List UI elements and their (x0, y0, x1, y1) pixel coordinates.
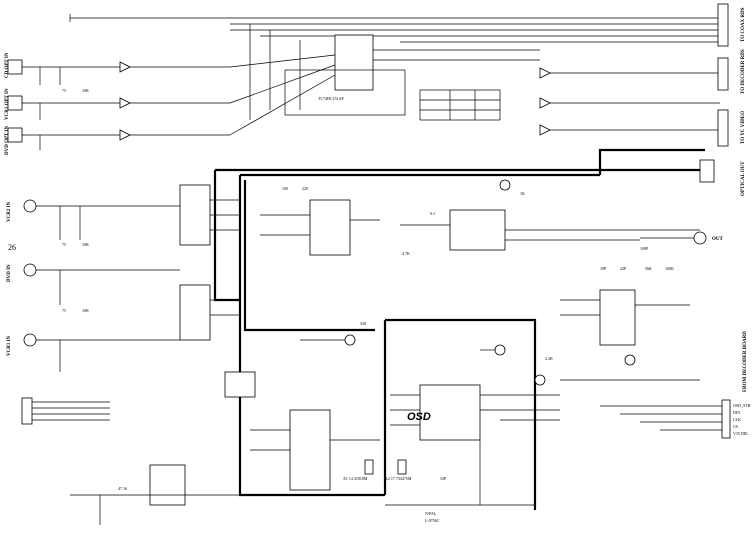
r-label: 100 (282, 186, 288, 191)
crystals (364, 459, 407, 475)
video-input-dvd (23, 263, 180, 305)
r-label: 220 (302, 186, 308, 191)
video-switch-ic-b (179, 284, 240, 341)
osd-label: OSD (407, 411, 431, 423)
dvd-in-label: DVD IN (7, 264, 12, 282)
pin-osd-stb: OSD_STB (733, 403, 751, 408)
r-label: 4.7K (402, 251, 410, 256)
pin-din: DIN (733, 410, 740, 415)
yc-video-label: TO YC VIDEO (741, 111, 746, 144)
mux-ic-u1 (229, 34, 540, 136)
r-label: 10K (82, 88, 89, 93)
video-out-jack (640, 231, 707, 245)
r-label: 330 (360, 321, 366, 326)
connector-yc-video (717, 109, 729, 147)
c-label: 47 16 (118, 486, 127, 491)
vcr2-in-label: VCR2 IN (7, 201, 12, 222)
optical-out-label: OPTICAL OUT (741, 161, 746, 196)
pal-label: N/PAL (425, 511, 437, 516)
r-label: 2.2K (545, 356, 553, 361)
x2-label: X2 17.734475M (385, 476, 412, 481)
u1-part-label: TC74HC151AP (318, 96, 345, 101)
coax-rds-label: TO COAX RDS (741, 7, 746, 42)
part-value-labels: 75 10K 75 10K 75 10K 100 220 1K 4.7K 330… (62, 88, 674, 491)
pin-c8: C8 (733, 424, 738, 429)
r-label: 75 (62, 88, 66, 93)
r-label: 10K (82, 308, 89, 313)
pin-clk: CLK (733, 417, 741, 422)
output-buffers (539, 67, 720, 136)
amp-ic-center (400, 209, 700, 251)
cd-opt-in-label: CD OPT IN (5, 52, 10, 78)
optical-input-vcr1 (7, 95, 230, 120)
connector-optical-out (699, 159, 715, 183)
decoder-board-header (600, 399, 731, 439)
c-label: 33P (440, 476, 447, 481)
video-input-vcr2 (23, 199, 180, 240)
ref-label: L-0756C (425, 518, 440, 523)
r-label: 10K (82, 242, 89, 247)
video-switch-ic-a (179, 184, 240, 246)
switch-ic-mid (260, 199, 380, 256)
c-label: 22P (620, 266, 627, 271)
bottom-wiring (70, 440, 535, 525)
aux-ic-left (149, 371, 256, 506)
vcr1-in-label: VCR1 IN (7, 335, 12, 356)
connector-decoder-rds (717, 57, 729, 91)
left-pin-header (21, 397, 110, 425)
c-label: 0.1 (430, 211, 435, 216)
switch-ic-lower (250, 409, 380, 491)
page-mark: 26 (8, 243, 16, 252)
transistor-cluster (300, 179, 700, 421)
r-label: 75 (62, 242, 66, 247)
logic-table-block (419, 89, 501, 121)
decoder-interface-ic (560, 289, 690, 346)
pin-vn-del: V/N DEL (733, 431, 749, 436)
decoder-rds-label: TO DECODER RDS (741, 49, 746, 94)
optical-input-cd (7, 59, 230, 85)
connector-coax-rds (717, 3, 729, 47)
r-label: 75 (62, 308, 66, 313)
dvd-opt-in-label: DVD OPT IN (5, 126, 10, 155)
video-input-vcr1 (23, 333, 180, 372)
c-label: 10P (600, 266, 607, 271)
r-label: 56K (645, 266, 652, 271)
r-label: 100K (665, 266, 674, 271)
r-label: 1K (520, 191, 525, 196)
decoder-board-label: FROM DECODER BOARD (743, 331, 748, 392)
optical-input-dvd (7, 127, 230, 150)
c-label: 100P (640, 246, 649, 251)
osd-chip (390, 384, 560, 441)
vcr1-opt-in-label: VCR1 OPT IN (5, 88, 10, 120)
out-label: OUT (712, 237, 724, 242)
x1-label: X1 14.31818M (343, 476, 368, 481)
